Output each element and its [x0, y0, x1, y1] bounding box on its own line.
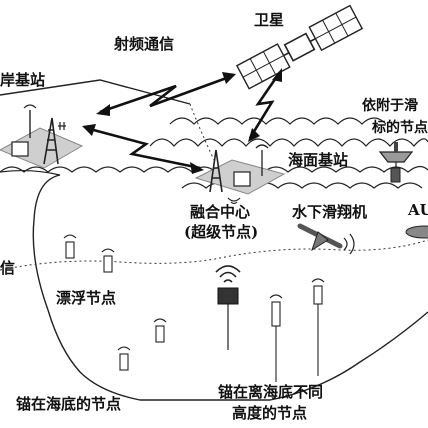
- left-partial-label: 信: [0, 259, 16, 277]
- sea-station-label: 海面基站: [288, 151, 349, 169]
- dotted-depth-line: [0, 239, 428, 271]
- floating-nodes: [63, 234, 115, 273]
- fusion-center-label-line2: (超级节点): [184, 223, 259, 241]
- satellite-label: 卫星: [254, 11, 285, 29]
- fusion-center-icon: [215, 265, 241, 350]
- satellite-icon: [235, 4, 364, 90]
- seabed-node: [117, 346, 131, 371]
- seabed-nodes: [117, 318, 167, 371]
- depth-nodes-label-line2: 高度的节点: [232, 404, 308, 422]
- floating-nodes-label: 漂浮节点: [56, 289, 117, 307]
- buoy-node-icon: [378, 142, 414, 183]
- floating-node: [101, 248, 115, 273]
- glider-icon: [297, 223, 355, 255]
- fusion-center-label-line1: 融合中心: [190, 203, 251, 221]
- attached-node-label-line1: 依附于滑: [362, 98, 418, 114]
- seabed-node: [153, 318, 167, 343]
- seabed-nodes-label: 锚在海底的节点: [16, 395, 122, 413]
- depth-anchored-nodes: [269, 278, 325, 382]
- dotted-link-line: [189, 103, 215, 161]
- depth-node: [269, 294, 283, 382]
- shore-edge: [0, 169, 61, 176]
- depth-node: [311, 278, 325, 376]
- attached-node-label-line2: 标的节点: [372, 120, 428, 136]
- sea-station-icon: [194, 144, 286, 205]
- rf-comm-label: 射频通信: [114, 35, 175, 53]
- shore-station-icon: [0, 104, 84, 169]
- depth-nodes-label-line1: 锚在离海底不同: [218, 383, 324, 401]
- rf-link-arrows: [82, 68, 282, 174]
- coastline-outline: [0, 79, 428, 401]
- shore-station-label: 岸基站: [0, 71, 46, 89]
- auv-label: AU: [408, 201, 428, 219]
- glider-label: 水下滑翔机: [292, 203, 368, 221]
- floating-node: [63, 234, 77, 259]
- auv-icon: [405, 225, 428, 239]
- sea-surface-waves: [0, 117, 428, 189]
